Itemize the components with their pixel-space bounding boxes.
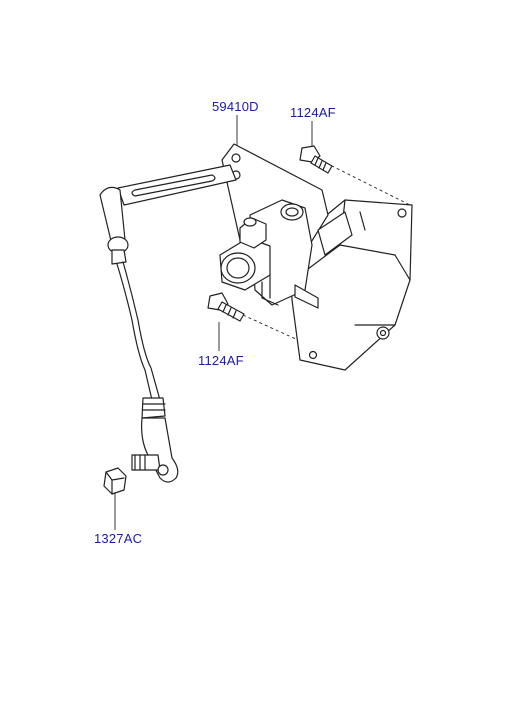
part-label-1327AC: 1327AC [94,531,143,546]
part-label-1124AF-top: 1124AF [290,105,336,120]
link-rod [99,186,179,483]
sensor-arm [117,164,237,206]
part-label-59410D: 59410D [212,99,259,114]
sensor-body [219,199,353,309]
assembly-guide-lines [242,162,411,351]
bolt-bottom [207,292,245,322]
bolt-top [299,145,333,174]
hex-nut [103,467,127,495]
part-label-1124AF-bottom: 1124AF [198,353,244,368]
mounting-bracket [289,199,413,371]
leader-lines [114,115,313,530]
